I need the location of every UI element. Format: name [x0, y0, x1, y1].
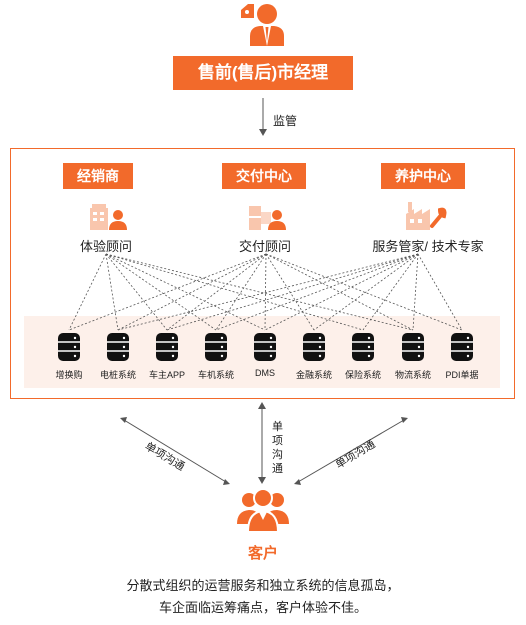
connection-lines: [68, 253, 463, 331]
connection-line: [215, 253, 267, 331]
center-comm-char: 沟: [272, 449, 283, 461]
system-label: 电桩系统: [99, 370, 136, 380]
database-icon: [352, 333, 374, 361]
connection-line: [265, 253, 463, 331]
connection-line: [412, 253, 419, 331]
connection-line: [417, 253, 463, 331]
customer-group-icon: [237, 488, 289, 533]
system-label: 车主APP: [148, 370, 185, 380]
center-comm-char: 单: [272, 421, 283, 433]
connection-line: [105, 253, 266, 331]
connection-line: [265, 253, 414, 331]
connection-line: [166, 253, 419, 331]
system-label: 金融系统: [295, 370, 332, 380]
description-line-1: 分散式组织的运营服务和独立系统的信息孤岛，: [126, 578, 400, 593]
system-label: 保险系统: [344, 370, 381, 380]
center-comm-char: 项: [272, 435, 283, 447]
customer-label: 客户: [247, 545, 278, 562]
connection-line: [68, 253, 107, 331]
connection-line: [68, 253, 267, 331]
role-delivery-advisor: 交付顾问: [238, 239, 291, 254]
top-title-box: 售前(售后)市经理: [173, 56, 353, 90]
center-comm-label: 单 项 沟 通: [272, 420, 284, 476]
system-label: DMS: [255, 368, 275, 378]
system-label: 物流系统: [394, 370, 431, 380]
database-icon: [303, 333, 325, 361]
database-icon: [205, 333, 227, 361]
database-icon: [254, 333, 276, 361]
connection-line: [265, 253, 315, 331]
connection-line: [117, 253, 267, 331]
connection-line: [105, 253, 414, 331]
connection-line: [313, 253, 419, 331]
connection-line: [264, 253, 419, 331]
role-service-butler: 服务管家/ 技术专家: [372, 239, 484, 254]
center-comm-char: 通: [272, 463, 283, 475]
manager-icon: [241, 4, 284, 46]
ecosystem-frame: [10, 148, 515, 399]
dept-dealer: 经销商: [63, 163, 133, 189]
connection-line: [264, 253, 267, 331]
connection-line: [105, 253, 364, 331]
connection-line: [215, 253, 419, 331]
supervise-label: 监管: [273, 114, 298, 128]
factory-wrench-icon: [406, 202, 447, 230]
connection-line: [105, 253, 217, 331]
connection-line: [166, 253, 267, 331]
database-icon: [107, 333, 129, 361]
system-label: PDI单据: [445, 370, 479, 380]
description-line-2: 车企面临运筹痛点，客户体验不佳。: [158, 600, 367, 615]
communication-arrows: [120, 402, 408, 485]
database-icon: [451, 333, 473, 361]
dept-delivery: 交付中心: [222, 163, 306, 189]
dept-maintenance: 养护中心: [381, 163, 465, 189]
boxes-person-icon: [249, 206, 286, 230]
database-icon: [58, 333, 80, 361]
connection-line: [105, 253, 168, 331]
building-person-icon: [90, 204, 127, 230]
database-icon: [156, 333, 178, 361]
role-experience-advisor: 体验顾问: [79, 239, 132, 254]
database-icon: [402, 333, 424, 361]
system-label: 车机系统: [197, 370, 234, 380]
connection-line: [117, 253, 419, 331]
connection-line: [105, 253, 119, 331]
supervise-arrow: [259, 98, 267, 136]
system-label: 增换购: [55, 370, 83, 380]
